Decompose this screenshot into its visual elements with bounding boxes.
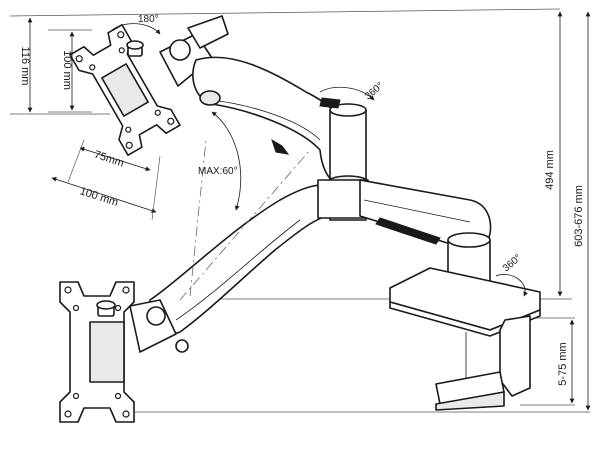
dimension-arrows xyxy=(27,11,591,411)
upper-tilt-knob xyxy=(126,40,144,57)
dim-100-vertical-label: 100 mm xyxy=(61,50,73,90)
angle-360-top-label: 360° xyxy=(363,81,386,103)
angle-180-label: 180° xyxy=(138,14,159,25)
angle-max-60-label: MAX:60° xyxy=(198,166,238,177)
dim-100-horizontal-label: 100 mm xyxy=(78,185,120,209)
lower-tilt-joint xyxy=(129,299,189,353)
angle-360-base-label: 360° xyxy=(501,253,524,275)
dim-5-75-label: 5-75 mm xyxy=(557,342,569,385)
upper-vesa-plate xyxy=(69,23,181,157)
lower-vesa-plate xyxy=(59,281,135,423)
dim-494-label: 494 mm xyxy=(544,150,556,190)
rotation-arrows xyxy=(111,23,528,297)
reference-lines xyxy=(9,8,590,413)
lower-arm-body xyxy=(149,139,339,335)
upper-tilt-joint xyxy=(159,15,229,87)
forearm xyxy=(359,179,492,251)
dim-603-676-label: 603-676 mm xyxy=(573,185,585,247)
desk-clamp xyxy=(389,267,541,411)
dim-116-label: 116 mm xyxy=(19,47,31,86)
dim-75-label: 75mm xyxy=(93,149,126,170)
lower-tilt-knob xyxy=(96,300,116,317)
